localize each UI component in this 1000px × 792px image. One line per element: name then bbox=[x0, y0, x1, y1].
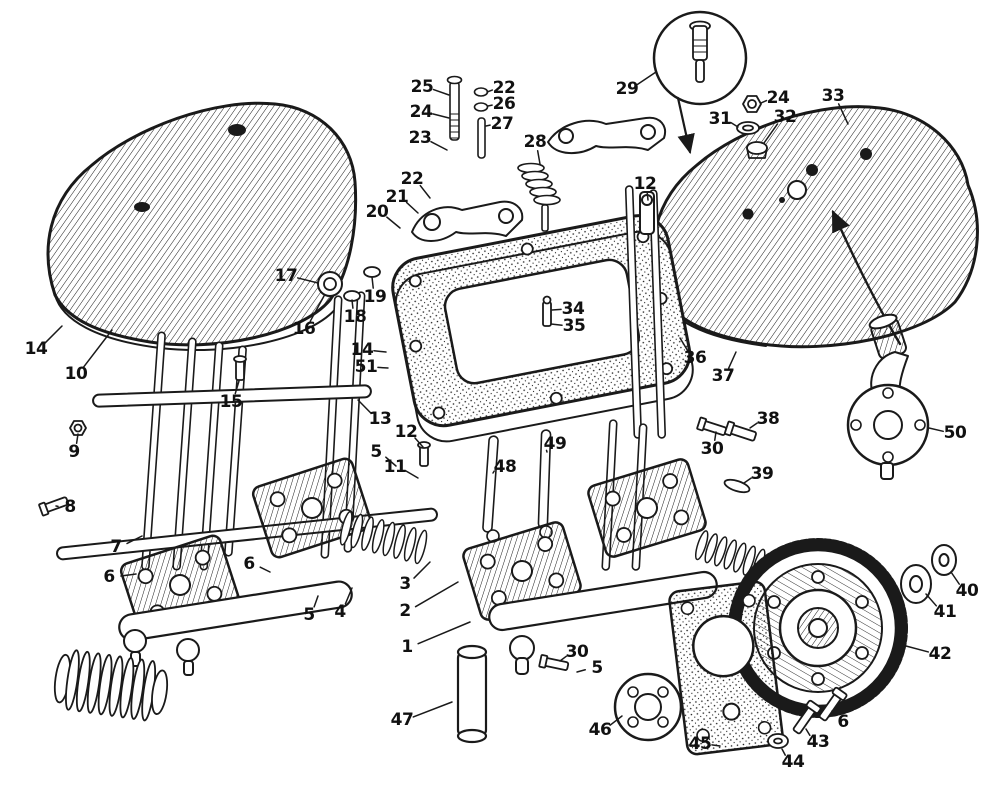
drive-flange bbox=[846, 313, 930, 480]
leader-line-27 bbox=[485, 124, 491, 127]
leader-line-20 bbox=[386, 216, 401, 229]
leader-line-40 bbox=[950, 571, 961, 585]
leader-line-44 bbox=[781, 748, 786, 756]
inset-arrow bbox=[676, 96, 695, 155]
leader-line-4 bbox=[344, 587, 353, 605]
leader-line-26 bbox=[487, 104, 493, 107]
left-valve-cover bbox=[46, 101, 358, 351]
splined-shaft-stub bbox=[694, 530, 776, 582]
rocker-arms-top bbox=[411, 116, 666, 242]
leader-line-24 bbox=[431, 113, 450, 119]
rocker-housing bbox=[391, 214, 694, 443]
leader-line-39 bbox=[743, 477, 753, 484]
left-rocker-assembly bbox=[118, 457, 428, 676]
leader-line-32 bbox=[763, 123, 779, 144]
leader-line-11 bbox=[405, 470, 419, 479]
small-fasteners-bottom-right bbox=[767, 686, 848, 749]
leader-line-10 bbox=[82, 329, 113, 368]
leader-line-14 bbox=[44, 325, 63, 344]
leader-line-47 bbox=[412, 701, 453, 718]
leader-line-35 bbox=[550, 323, 563, 326]
gear-washers bbox=[900, 544, 957, 604]
leader-line-6 bbox=[831, 710, 836, 717]
leader-line-41 bbox=[925, 593, 938, 607]
top-hardware bbox=[446, 75, 561, 232]
right-valve-cover bbox=[651, 105, 979, 349]
leader-line-33 bbox=[837, 103, 849, 125]
accordion-coupling bbox=[53, 649, 169, 722]
leader-line-43 bbox=[805, 728, 811, 737]
leader-line-31 bbox=[730, 121, 739, 128]
leader-line-9 bbox=[75, 433, 79, 444]
leader-line-36 bbox=[679, 337, 689, 352]
leader-line-29 bbox=[636, 71, 657, 86]
cover-plate bbox=[668, 580, 784, 756]
leader-line-37 bbox=[727, 351, 737, 369]
leader-line-5 bbox=[313, 595, 319, 608]
camshaft-gear bbox=[728, 538, 908, 718]
valve-spring bbox=[517, 162, 561, 232]
spring-washer-stack bbox=[339, 511, 428, 565]
bearing-flange bbox=[613, 672, 683, 742]
top-right-hardware bbox=[736, 95, 768, 159]
leader-line-51 bbox=[377, 366, 389, 369]
leader-line-14 bbox=[373, 349, 387, 353]
leader-line-21 bbox=[405, 201, 419, 214]
leader-line-38 bbox=[749, 422, 759, 429]
leader-line-6 bbox=[259, 566, 271, 573]
misc-hardware bbox=[38, 266, 757, 671]
leader-line-30 bbox=[713, 431, 717, 441]
leader-line-16 bbox=[309, 295, 325, 323]
leader-line-30 bbox=[559, 655, 568, 662]
leader-line-45 bbox=[711, 744, 721, 747]
leader-line-13 bbox=[357, 399, 372, 414]
center-rocker-assembly bbox=[462, 458, 776, 675]
leader-line-6 bbox=[120, 573, 137, 577]
leader-line-48 bbox=[492, 470, 496, 474]
detail-inset bbox=[652, 10, 748, 155]
leader-line-12 bbox=[414, 437, 424, 448]
leader-line-50 bbox=[928, 427, 944, 433]
leader-lines bbox=[44, 71, 961, 756]
leader-line-5 bbox=[385, 456, 397, 467]
leader-line-12 bbox=[646, 192, 649, 201]
leader-line-25 bbox=[432, 88, 450, 96]
leader-line-1 bbox=[417, 621, 471, 645]
leader-line-2 bbox=[414, 581, 459, 608]
tappet-sleeve bbox=[456, 644, 488, 744]
leader-line-19 bbox=[371, 276, 374, 289]
leader-line-24 bbox=[760, 99, 768, 104]
leader-line-34 bbox=[551, 308, 562, 311]
valve-tappets bbox=[123, 629, 200, 676]
leader-line-23 bbox=[430, 140, 448, 151]
leader-line-22 bbox=[419, 184, 431, 199]
leader-line-42 bbox=[905, 645, 930, 653]
leader-line-18 bbox=[351, 299, 354, 309]
leader-line-15 bbox=[234, 380, 240, 395]
leader-line-17 bbox=[296, 277, 319, 284]
leader-line-46 bbox=[609, 715, 623, 726]
leader-line-28 bbox=[536, 150, 541, 165]
leader-line-3 bbox=[413, 561, 431, 579]
leader-line-7 bbox=[126, 535, 143, 545]
leader-line-5 bbox=[576, 669, 586, 673]
leader-line-22 bbox=[486, 89, 494, 93]
